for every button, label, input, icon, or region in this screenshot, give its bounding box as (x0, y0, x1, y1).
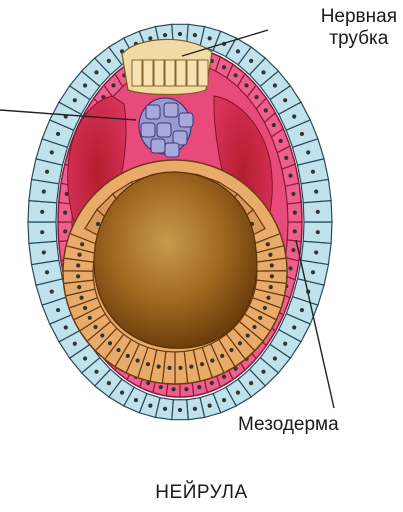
yolk-mass (94, 172, 257, 348)
neural-tube-label-line1: Нервная (321, 6, 397, 28)
mesoderm-label: Мезодерма (238, 414, 339, 436)
neural-tube (122, 39, 212, 94)
neural-tube-label-line2: трубка (321, 28, 397, 50)
neural-tube-label: Нервная трубка (321, 6, 397, 50)
figure-caption: НЕЙРУЛА (0, 482, 403, 504)
